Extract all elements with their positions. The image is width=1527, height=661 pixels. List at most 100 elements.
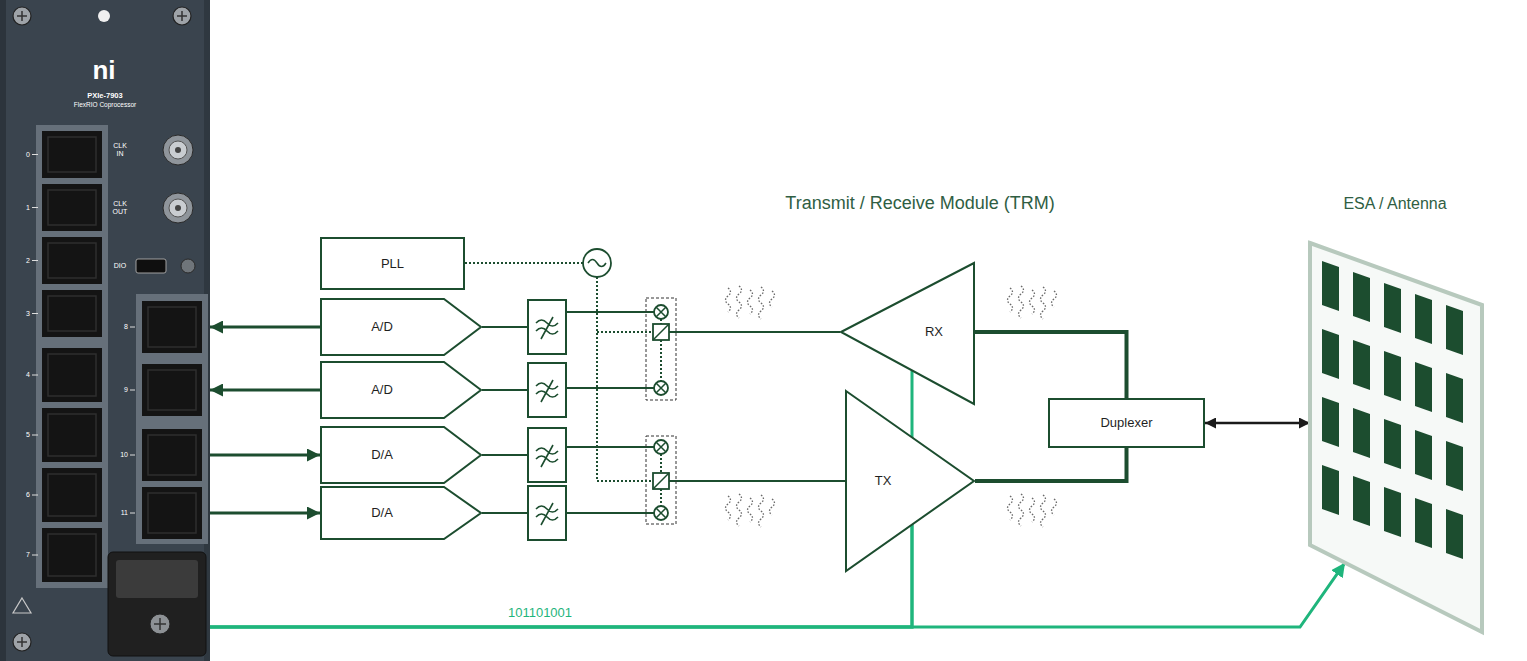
antenna-array: ESA / Antenna [1300,185,1490,637]
port-number: 0 [26,151,30,159]
text-area: PXIe-7903FlexRIO Coprocessor [15,86,195,114]
adc-block-shape [321,299,481,355]
mini-sas-port [42,131,202,582]
module-handle [13,552,206,656]
iq-mixer-group [583,249,611,277]
coax-connector [163,193,193,223]
dac-block: D/A [320,426,482,484]
rf-feed [1205,422,1310,425]
connector-label: DIO [110,262,130,270]
lowpass-filter [528,486,566,540]
coax-connector [175,147,181,153]
antenna-element [1353,272,1370,322]
module-panel [0,0,210,661]
coax-connector [169,141,187,159]
rx-amplifier-shape [841,263,974,404]
signal-squiggle [726,286,775,319]
connector-label: CLK OUT [110,200,130,215]
control-bus [210,371,912,627]
port-number: 7 [26,551,30,559]
dio-connector [136,259,195,273]
lowpass-filter [528,363,566,417]
mini-sas-port [142,364,202,416]
port-detail [148,435,196,475]
tx-amplifier-outline [845,390,975,572]
port-detail [48,534,96,576]
adc-block-outline [320,361,482,419]
port-tick [32,155,135,556]
module-handle [154,618,166,630]
antenna-element [1446,441,1463,491]
antenna-element [1322,261,1339,311]
rf-line [975,332,1127,398]
port-number: 5 [26,431,30,439]
iq-mixer-group [588,260,606,267]
iq-mixer-group [583,249,669,520]
mini-sas-port [42,468,102,522]
port-detail [48,354,96,396]
signal-wire [482,327,528,513]
coprocessor-module: PXIe-7903FlexRIO Coprocessor [0,0,210,661]
connector-label: CLK IN [110,142,130,157]
module-handle [108,552,206,656]
node-text: D/A [371,505,393,521]
node-text: TX [875,473,892,489]
rf-line [975,448,1127,481]
dio-connector [136,259,166,273]
antenna-array-shape [1310,243,1482,632]
node-text: PLL [381,256,404,272]
text-area: A/D [320,361,444,419]
node-text: Duplexer [1100,415,1152,431]
port-number: 6 [26,491,30,499]
text-area: PLL [322,239,463,288]
antenna-element [1415,362,1432,412]
rx-amplifier-outline [840,262,975,405]
dac-block-outline [320,426,482,484]
antenna-element [1322,397,1339,447]
port-detail [48,296,96,331]
lowpass-filter [536,317,558,525]
antenna-element [1384,351,1401,401]
adc-block: A/D [320,361,482,419]
iq-mixer-group [465,249,676,524]
dac-block-shape [321,487,481,539]
mini-sas-port [42,348,102,402]
antenna-element [1322,465,1339,515]
lowpass-filter [528,428,566,482]
port-number: 1 [26,204,30,212]
antenna-element [1384,487,1401,537]
dac-block-shape [321,427,481,483]
mini-sas-port [42,184,102,231]
antenna-array-outline [1300,185,1490,637]
port-detail [48,137,96,172]
rx-amplifier: RX [840,262,975,405]
data-link [210,389,320,392]
port-number: 4 [26,371,30,379]
lowpass-filter [536,445,558,467]
module-panel [0,0,6,661]
tx-amplifier-shape [846,391,974,571]
antenna-element [1446,373,1463,423]
control-bus [210,525,912,627]
data-link [210,512,320,515]
mini-sas-port [142,301,202,353]
antenna-element [1446,509,1463,559]
antenna-element [1415,294,1432,344]
port-detail [48,190,96,225]
port-frame [36,125,208,588]
port-detail [48,243,96,278]
lowpass-filter [536,503,558,525]
node-text: RX [925,324,943,340]
lowpass-filter [536,317,558,339]
node-text: ESA / Antenna [1343,194,1446,213]
coax-connector [169,199,187,217]
port-frame [36,342,108,588]
node-text: A/D [371,382,393,398]
port-frame [36,125,108,343]
bus-data-label: 101101001 [505,605,575,621]
antenna-element [1384,419,1401,469]
duplexer-box: Duplexer [1048,398,1205,448]
port-number: 9 [124,386,128,394]
signal-wire [566,312,654,513]
